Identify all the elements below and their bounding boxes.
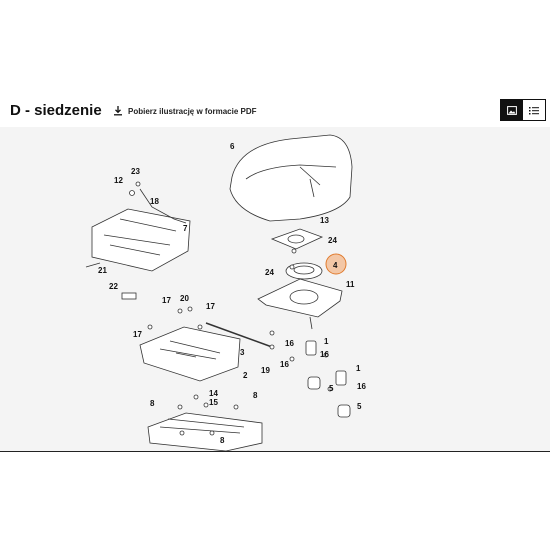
download-pdf-link[interactable]: Pobierz ilustrację w formacie PDF — [113, 106, 256, 116]
callout-label[interactable]: 5 — [329, 384, 334, 393]
download-icon — [114, 106, 122, 116]
callout-label[interactable]: 15 — [209, 398, 218, 407]
page-title: D - siedzenie — [10, 102, 102, 119]
list-view-button[interactable] — [523, 100, 545, 120]
callout-label[interactable]: 6 — [230, 142, 235, 151]
rail-part — [147, 412, 263, 452]
list-icon — [529, 106, 539, 114]
callout-label[interactable]: 4 — [333, 261, 338, 270]
callout-label[interactable]: 11 — [346, 280, 355, 289]
callout-label[interactable]: 1 — [324, 337, 329, 346]
callout-label[interactable]: 17 — [133, 330, 142, 339]
highlight-marker — [325, 253, 347, 275]
callout-label[interactable]: 8 — [150, 399, 155, 408]
callout-label[interactable]: 19 — [261, 366, 270, 375]
callout-label[interactable]: 17 — [162, 296, 171, 305]
callout-label[interactable]: 16 — [280, 360, 289, 369]
callout-label[interactable]: 7 — [183, 224, 188, 233]
callout-label[interactable]: 12 — [114, 176, 123, 185]
callout-label[interactable]: 24 — [328, 236, 337, 245]
callout-label[interactable]: 18 — [150, 197, 159, 206]
callout-label[interactable]: 14 — [209, 389, 218, 398]
callout-label[interactable]: 1 — [356, 364, 361, 373]
callout-label[interactable]: 13 — [320, 216, 329, 225]
callout-label[interactable]: 3 — [240, 348, 245, 357]
callout-label[interactable]: 21 — [98, 266, 107, 275]
callout-label[interactable]: 8 — [253, 391, 258, 400]
callout-label[interactable]: 23 — [131, 167, 140, 176]
view-toggle — [500, 99, 546, 121]
frame-part — [91, 208, 191, 272]
callout-label[interactable]: 20 — [180, 294, 189, 303]
callout-label[interactable]: 16 — [357, 382, 366, 391]
callout-label[interactable]: 24 — [265, 268, 274, 277]
seat-part — [229, 134, 353, 222]
page-header: D - siedzenie Pobierz ilustrację w forma… — [0, 96, 550, 130]
callout-label[interactable]: 5 — [357, 402, 362, 411]
part-22 — [121, 292, 137, 300]
spring-part — [305, 340, 317, 356]
callout-label[interactable]: 2 — [243, 371, 248, 380]
callout-label[interactable]: 8 — [220, 436, 225, 445]
download-pdf-label: Pobierz ilustrację w formacie PDF — [128, 106, 257, 116]
callout-label[interactable]: 22 — [109, 282, 118, 291]
callout-label[interactable]: 16 — [285, 339, 294, 348]
image-icon — [507, 105, 517, 115]
callout-label[interactable]: 17 — [206, 302, 215, 311]
image-view-button[interactable] — [501, 100, 523, 120]
callout-label[interactable]: 16 — [320, 350, 329, 359]
bottom-divider — [0, 451, 550, 452]
